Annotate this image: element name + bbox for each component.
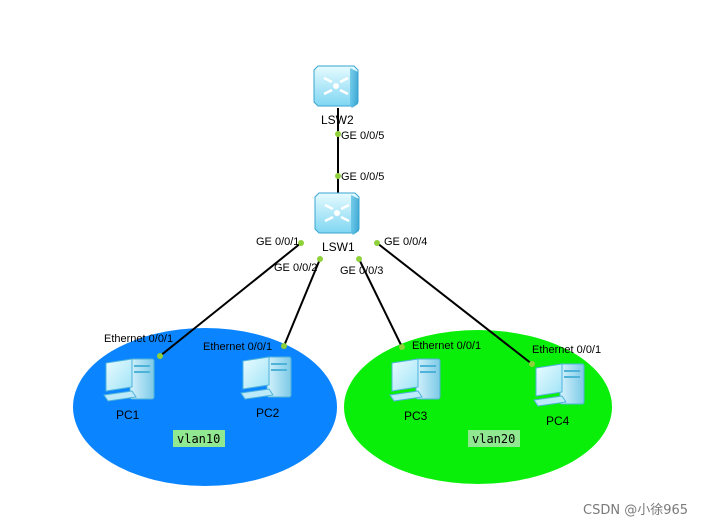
vlan20-label-text: vlan20 [472, 432, 515, 446]
vlan20-label: vlan20 [468, 430, 520, 447]
pc-icon[interactable] [533, 363, 585, 407]
link-lsw1-pc3 [358, 258, 403, 348]
vlan10-label: vlan10 [173, 430, 225, 447]
link-lsw1-pc2 [283, 258, 321, 347]
pc-name: PC1 [116, 408, 140, 422]
port-label: GE 0/0/1 [256, 236, 299, 248]
pc-port-label: Ethernet 0/0/1 [532, 344, 601, 356]
link-lsw1-pc1 [159, 242, 302, 357]
pc-name: PC2 [256, 406, 280, 420]
pc-name: PC3 [404, 409, 428, 423]
link-lsw1-pc4 [376, 242, 533, 365]
core-switch-icon[interactable] [314, 192, 360, 235]
links [159, 108, 533, 365]
port-label: GE 0/0/4 [384, 236, 427, 248]
port-dots [157, 131, 535, 367]
port-label: GE 0/0/5 [341, 130, 384, 142]
lsw2-name: LSW2 [321, 113, 354, 127]
lsw1-name: LSW1 [322, 240, 355, 254]
pc-icon[interactable] [103, 358, 155, 402]
port-label: GE 0/0/5 [341, 171, 384, 183]
pc-port-label: Ethernet 0/0/1 [104, 333, 173, 345]
pc-port-label: Ethernet 0/0/1 [412, 340, 481, 352]
watermark: CSDN @小徐965 [583, 503, 688, 518]
core-switch-icon[interactable] [313, 65, 359, 108]
pc-icon[interactable] [389, 358, 441, 402]
port-label: GE 0/0/3 [340, 265, 383, 277]
vlan10-label-text: vlan10 [177, 432, 220, 446]
port-label: GE 0/0/2 [274, 262, 317, 274]
pc-icon[interactable] [240, 356, 292, 400]
pc-port-label: Ethernet 0/0/1 [203, 341, 272, 353]
pc-name: PC4 [546, 414, 570, 428]
